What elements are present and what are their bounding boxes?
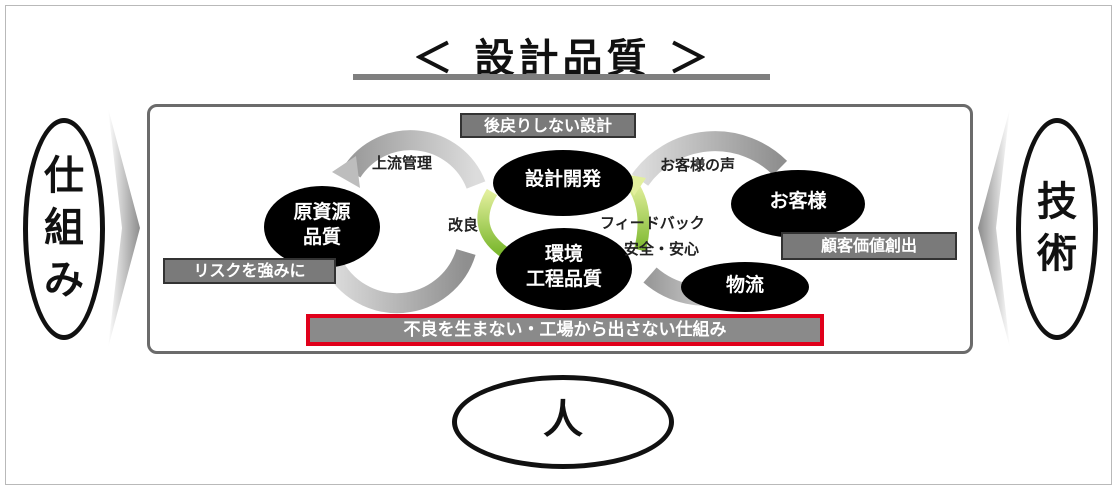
left-label-3: み <box>44 257 84 303</box>
left-loop-lower-arrow <box>322 248 476 314</box>
right-label-1: 技 <box>1037 179 1077 225</box>
left-label-2: 組 <box>44 205 84 251</box>
left-ellipse <box>23 118 105 340</box>
raw-material-node <box>264 186 380 268</box>
feedback-label: フィードバック <box>600 214 705 232</box>
title-underline <box>353 74 770 80</box>
raw-material-label-2: 品質 <box>302 226 341 248</box>
no-rework-design-box: 後戻りしない設計 <box>460 113 636 138</box>
left-loop-arrow <box>343 130 486 189</box>
customer-label: お客様 <box>769 190 827 212</box>
improve-green-arrow <box>477 188 508 257</box>
upstream-control-label: 上流管理 <box>372 154 433 172</box>
right-label-2: 術 <box>1037 231 1077 277</box>
left-label-1: 仕 <box>44 153 84 199</box>
process-quality-label-2: 工程品質 <box>525 268 602 290</box>
right-ellipse <box>1016 118 1098 340</box>
improvement-label: 改良 <box>448 216 479 234</box>
logistics-node <box>681 262 809 312</box>
inner-panel <box>147 104 973 354</box>
logistics-label: 物流 <box>725 274 764 296</box>
defect-prevention-box: 不良を生まない・工場から出さない仕組み <box>306 314 824 346</box>
bottom-ellipse <box>452 375 674 469</box>
right-loop-arrow <box>631 131 788 186</box>
process-quality-label-1: 環境 <box>544 243 583 265</box>
bottom-label: 人 <box>543 397 583 443</box>
raw-material-label-1: 原資源 <box>293 201 351 223</box>
process-quality-node <box>496 228 632 310</box>
design-dev-label: 設計開発 <box>524 168 601 190</box>
customer-value-box: 顧客価値創出 <box>781 232 957 260</box>
customer-node <box>731 170 865 238</box>
right-arrow-shape <box>978 108 1010 348</box>
customer-voice-label: お客様の声 <box>660 156 736 174</box>
iot-label: IoT <box>380 277 403 292</box>
risk-to-strength-box: リスクを強みに <box>163 258 336 284</box>
safety-label: 安全・安心 <box>624 240 700 258</box>
outer-frame <box>5 5 1112 485</box>
design-dev-node <box>493 150 633 216</box>
left-arrow-shape <box>108 108 140 348</box>
left-loop-arrowhead <box>332 156 360 188</box>
